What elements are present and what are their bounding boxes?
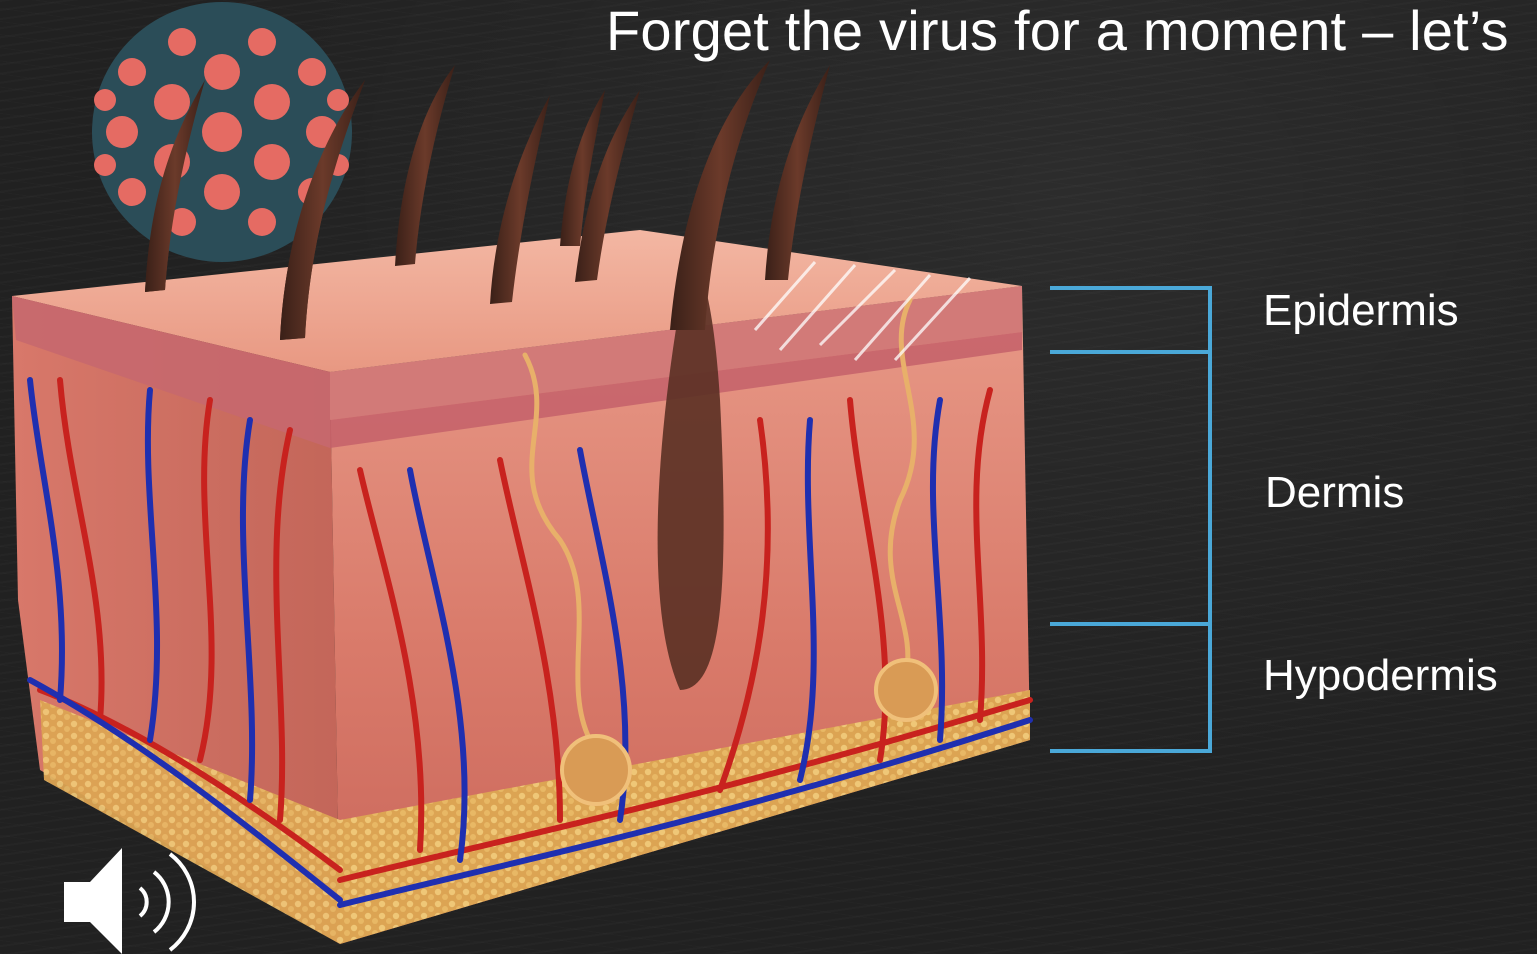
label-dermis: Dermis: [1265, 468, 1404, 518]
sweat-gland-coil-2: [876, 660, 936, 720]
sweat-gland-coil-1: [562, 736, 630, 804]
label-hypodermis: Hypodermis: [1263, 651, 1498, 701]
label-epidermis: Epidermis: [1263, 286, 1459, 336]
layer-bracket: [1050, 288, 1212, 753]
speaker-icon[interactable]: [60, 842, 210, 954]
